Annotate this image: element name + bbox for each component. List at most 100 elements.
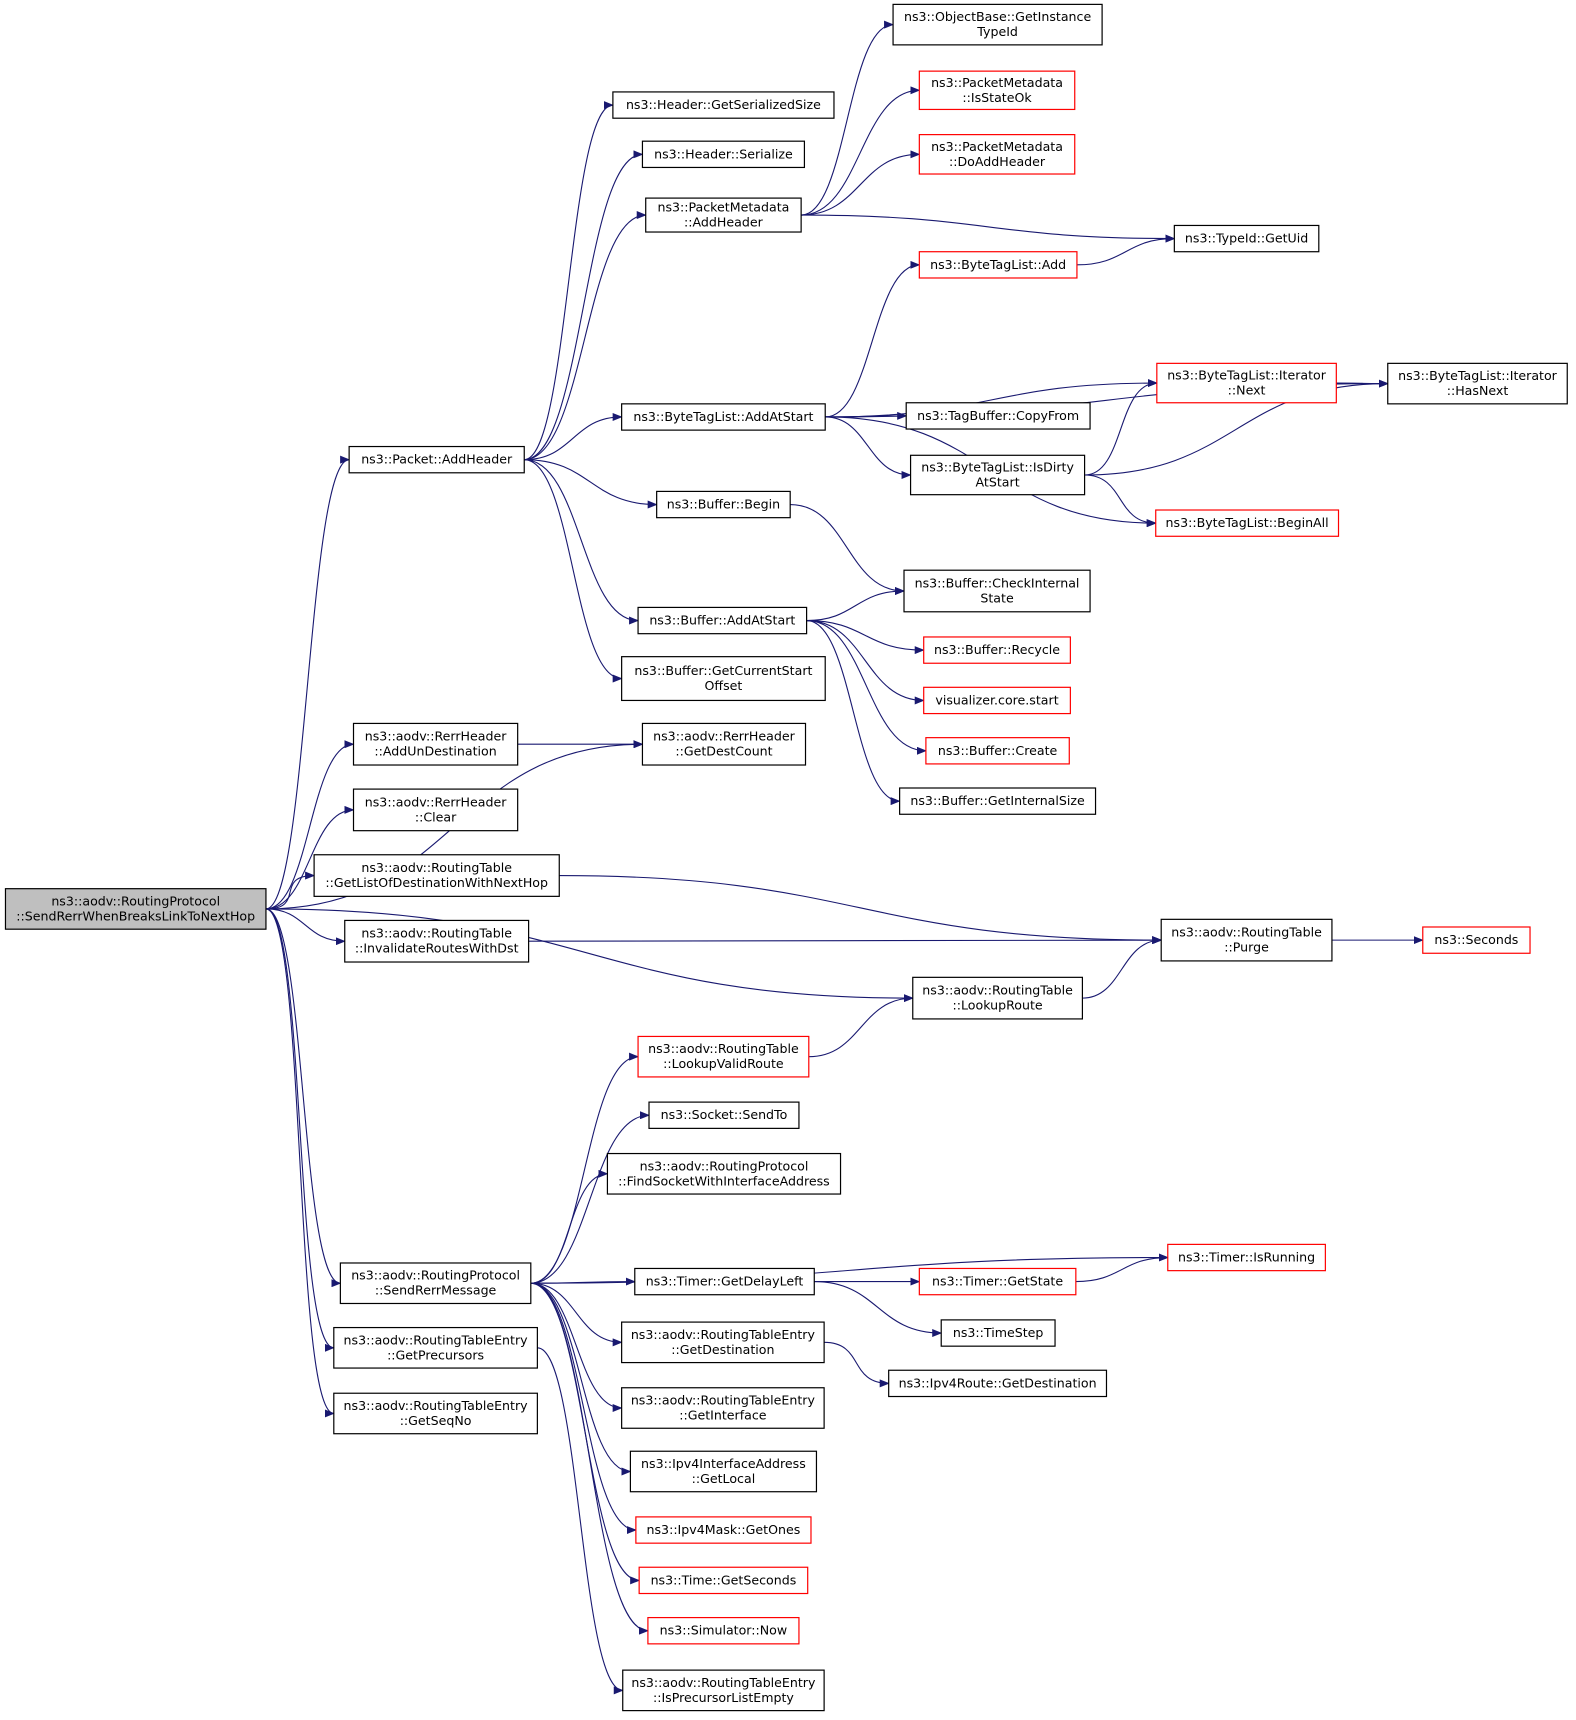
edge-packet_addheader-to-pm_addheader (524, 211, 647, 461)
node-label: ns3::PacketMetadata (657, 200, 789, 215)
node-label: ns3::ByteTagList::BeginAll (1166, 515, 1329, 530)
nodes: ns3::aodv::RoutingProtocol::SendRerrWhen… (4, 3, 1568, 1712)
edge-rt_lookuproute-to-rt_purge (1082, 936, 1163, 999)
node-label: ns3::TypeId::GetUid (1185, 231, 1308, 246)
node-time-getseconds[interactable]: ns3::Time::GetSeconds (638, 1566, 809, 1595)
node-label: Offset (705, 678, 743, 693)
node-rerr-addundestination[interactable]: ns3::aodv::RerrHeader::AddUnDestination (352, 722, 519, 766)
node-label: ns3::aodv::RoutingTableEntry (344, 1398, 529, 1413)
node-label: TypeId (976, 24, 1018, 39)
edge-buffer_addatstart-to-buffer_create (806, 620, 927, 755)
node-rte-getdestination[interactable]: ns3::aodv::RoutingTableEntry::GetDestina… (621, 1321, 825, 1364)
node-ipv4mask-getones[interactable]: ns3::Ipv4Mask::GetOnes (635, 1516, 812, 1544)
node-box (352, 722, 519, 766)
node-label: ns3::Ipv4InterfaceAddress (641, 1456, 806, 1471)
edge-rp_sendrerrmessage-to-simulator_now (530, 1282, 649, 1635)
node-box (647, 1616, 800, 1645)
node-buffer-create[interactable]: ns3::Buffer::Create (925, 737, 1070, 765)
node-rp-findsocket[interactable]: ns3::aodv::RoutingProtocol::FindSocketWi… (606, 1152, 842, 1195)
node-box (645, 197, 802, 233)
edge-buffer_begin-to-buffer_checkinternalstate (790, 503, 906, 595)
node-buffer-begin[interactable]: ns3::Buffer::Begin (656, 490, 791, 519)
node-timer-isrunning[interactable]: ns3::Timer::IsRunning (1167, 1243, 1326, 1272)
node-header-getserializedsize[interactable]: ns3::Header::GetSerializedSize (612, 91, 835, 119)
edge-packet_addheader-to-header_getserializedsize (524, 101, 614, 461)
node-label: ns3::aodv::RoutingTable (1171, 925, 1322, 940)
node-label: State (980, 591, 1014, 606)
node-tagbuffer-copyfrom[interactable]: ns3::TagBuffer::CopyFrom (905, 402, 1091, 430)
node-seconds[interactable]: ns3::Seconds (1422, 926, 1531, 954)
node-label: ns3::aodv::RoutingTableEntry (631, 1675, 816, 1690)
node-btl-iter-next[interactable]: ns3::ByteTagList::Iterator::Next (1156, 362, 1337, 404)
node-simulator-now[interactable]: ns3::Simulator::Now (647, 1616, 800, 1645)
node-rte-isprecursorlistempty[interactable]: ns3::aodv::RoutingTableEntry::IsPrecurso… (622, 1669, 825, 1712)
edge-root-to-packet_addheader (265, 455, 351, 910)
node-ipv4ifaddr-getlocal[interactable]: ns3::Ipv4InterfaceAddress::GetLocal (629, 1450, 818, 1493)
node-box (1156, 362, 1337, 404)
node-pm-addheader[interactable]: ns3::PacketMetadata::AddHeader (645, 197, 802, 233)
node-rt-lookupvalidroute[interactable]: ns3::aodv::RoutingTable::LookupValidRout… (637, 1035, 810, 1078)
edge-rte_getprecursors-to-rte_isprecursorlistempty (537, 1347, 624, 1695)
edge-root-to-rerr_clear (265, 805, 355, 910)
node-pm-doaddheader[interactable]: ns3::PacketMetadata::DoAddHeader (918, 134, 1076, 175)
node-label: ns3::aodv::RoutingTableEntry (631, 1393, 816, 1408)
node-packet-addheader[interactable]: ns3::Packet::AddHeader (348, 445, 525, 474)
node-timer-getstate[interactable]: ns3::Timer::GetState (918, 1267, 1077, 1296)
edge-rp_sendrerrmessage-to-rte_getdestination (530, 1282, 623, 1347)
node-box (339, 1262, 532, 1305)
node-rte-getinterface[interactable]: ns3::aodv::RoutingTableEntry::GetInterfa… (621, 1387, 825, 1429)
edge-rp_sendrerrmessage-to-rte_getinterface (530, 1282, 623, 1412)
node-rerr-clear[interactable]: ns3::aodv::RerrHeader::Clear (352, 788, 519, 832)
node-label: ns3::ByteTagList::IsDirty (921, 459, 1074, 474)
node-box (923, 686, 1071, 715)
node-label: ns3::aodv::RoutingTableEntry (344, 1332, 529, 1347)
edge-timer_getdelayleft-to-timestep (814, 1281, 943, 1338)
node-label: ns3::Buffer::Begin (667, 497, 780, 512)
node-buffer-getinternalsize[interactable]: ns3::Buffer::GetInternalSize (899, 787, 1097, 815)
node-rte-getseqno[interactable]: ns3::aodv::RoutingTableEntry::GetSeqNo (333, 1392, 538, 1435)
node-header-serialize[interactable]: ns3::Header::Serialize (641, 140, 806, 169)
node-label: ns3::aodv::RoutingProtocol (351, 1268, 520, 1283)
node-buffer-recycle[interactable]: ns3::Buffer::Recycle (923, 636, 1071, 664)
node-rerr-getdestcount[interactable]: ns3::aodv::RerrHeader::GetDestCount (641, 722, 807, 766)
node-root[interactable]: ns3::aodv::RoutingProtocol::SendRerrWhen… (4, 888, 267, 930)
node-rt-lookuproute[interactable]: ns3::aodv::RoutingTable::LookupRoute (912, 976, 1084, 1020)
node-box (648, 1101, 800, 1129)
node-visualizer-core-start[interactable]: visualizer.core.start (923, 686, 1071, 715)
edge-btl_add-to-typeid_getuid (1076, 234, 1176, 266)
node-label: ns3::Socket::SendTo (661, 1107, 788, 1122)
node-btl-addatstart[interactable]: ns3::ByteTagList::AddAtStart (621, 403, 826, 431)
node-btl-beginall[interactable]: ns3::ByteTagList::BeginAll (1155, 509, 1340, 537)
edge-btl_addatstart-to-btl_iter_next (825, 379, 1158, 418)
node-typeid-getuid[interactable]: ns3::TypeId::GetUid (1173, 224, 1320, 253)
node-rt-invalidateroutes[interactable]: ns3::aodv::RoutingTable::InvalidateRoute… (344, 919, 530, 963)
edge-root-to-rte_getprecursors (265, 908, 335, 1352)
node-rt-getlistofdest[interactable]: ns3::aodv::RoutingTable::GetListOfDestin… (313, 854, 560, 897)
node-buffer-addatstart[interactable]: ns3::Buffer::AddAtStart (637, 606, 808, 635)
node-box (925, 737, 1070, 765)
node-socket-sendto[interactable]: ns3::Socket::SendTo (648, 1101, 800, 1129)
node-box (940, 1319, 1056, 1347)
edge-packet_addheader-to-btl_addatstart (524, 412, 623, 461)
node-label: ::LookupRoute (953, 998, 1043, 1013)
node-box (905, 402, 1091, 430)
node-timer-getdelayleft[interactable]: ns3::Timer::GetDelayLeft (634, 1267, 815, 1296)
node-btl-iter-hasnext[interactable]: ns3::ByteTagList::Iterator::HasNext (1387, 362, 1568, 405)
node-pm-isstateok[interactable]: ns3::PacketMetadata::IsStateOk (918, 70, 1076, 111)
node-box (918, 251, 1078, 279)
node-label: ns3::Buffer::GetInternalSize (910, 793, 1085, 808)
node-btl-add[interactable]: ns3::ByteTagList::Add (918, 251, 1078, 279)
node-label: ns3::ByteTagList::Iterator (1167, 368, 1327, 383)
node-timestep[interactable]: ns3::TimeStep (940, 1319, 1056, 1347)
node-label: AtStart (976, 474, 1020, 489)
node-ipv4route-getdestination[interactable]: ns3::Ipv4Route::GetDestination (888, 1369, 1108, 1398)
node-rt-purge[interactable]: ns3::aodv::RoutingTable::Purge (1160, 918, 1333, 962)
node-box (348, 445, 525, 474)
node-rp-sendrerrmessage[interactable]: ns3::aodv::RoutingProtocol::SendRerrMess… (339, 1262, 532, 1305)
node-box (1167, 1243, 1326, 1272)
node-rte-getprecursors[interactable]: ns3::aodv::RoutingTableEntry::GetPrecurs… (333, 1326, 538, 1369)
